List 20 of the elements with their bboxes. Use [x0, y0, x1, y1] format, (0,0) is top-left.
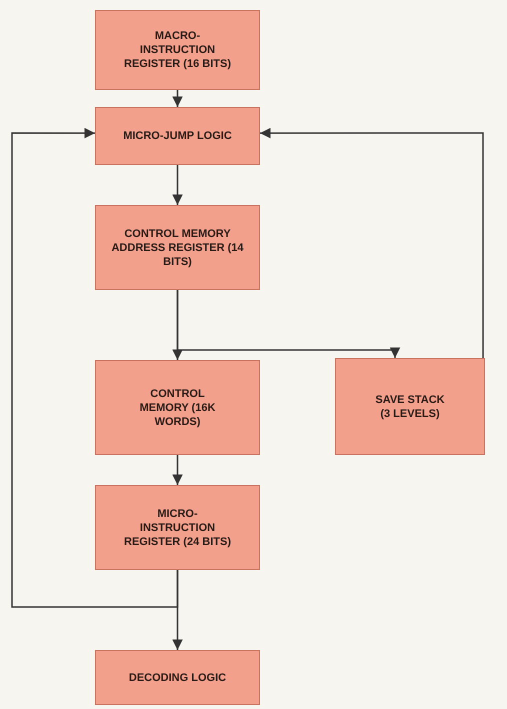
process-box: [95, 360, 260, 455]
box-label: MICRO-JUMP LOGIC: [123, 129, 232, 143]
arrow: [260, 128, 484, 358]
arrow: [172, 165, 183, 205]
box-label: SAVE STACK (3 LEVELS): [374, 392, 446, 420]
process-box: [335, 358, 485, 455]
process-box: [95, 650, 260, 705]
box-label: MACRO- INSTRUCTION REGISTER (16 BITS): [123, 29, 232, 71]
arrow: [11, 128, 178, 608]
box-label: CONTROL MEMORY (16K WORDS): [138, 386, 216, 428]
box-label: MICRO- INSTRUCTION REGISTER (24 BITS): [123, 506, 232, 548]
arrow: [172, 90, 183, 107]
arrow: [176, 290, 400, 358]
box-label: CONTROL MEMORY ADDRESS REGISTER (14 BITS): [110, 226, 245, 268]
process-box: [95, 485, 260, 570]
process-box: [95, 107, 260, 165]
process-box: [95, 10, 260, 90]
process-box: [95, 205, 260, 290]
arrow: [172, 455, 183, 485]
box-label: DECODING LOGIC: [128, 670, 226, 684]
